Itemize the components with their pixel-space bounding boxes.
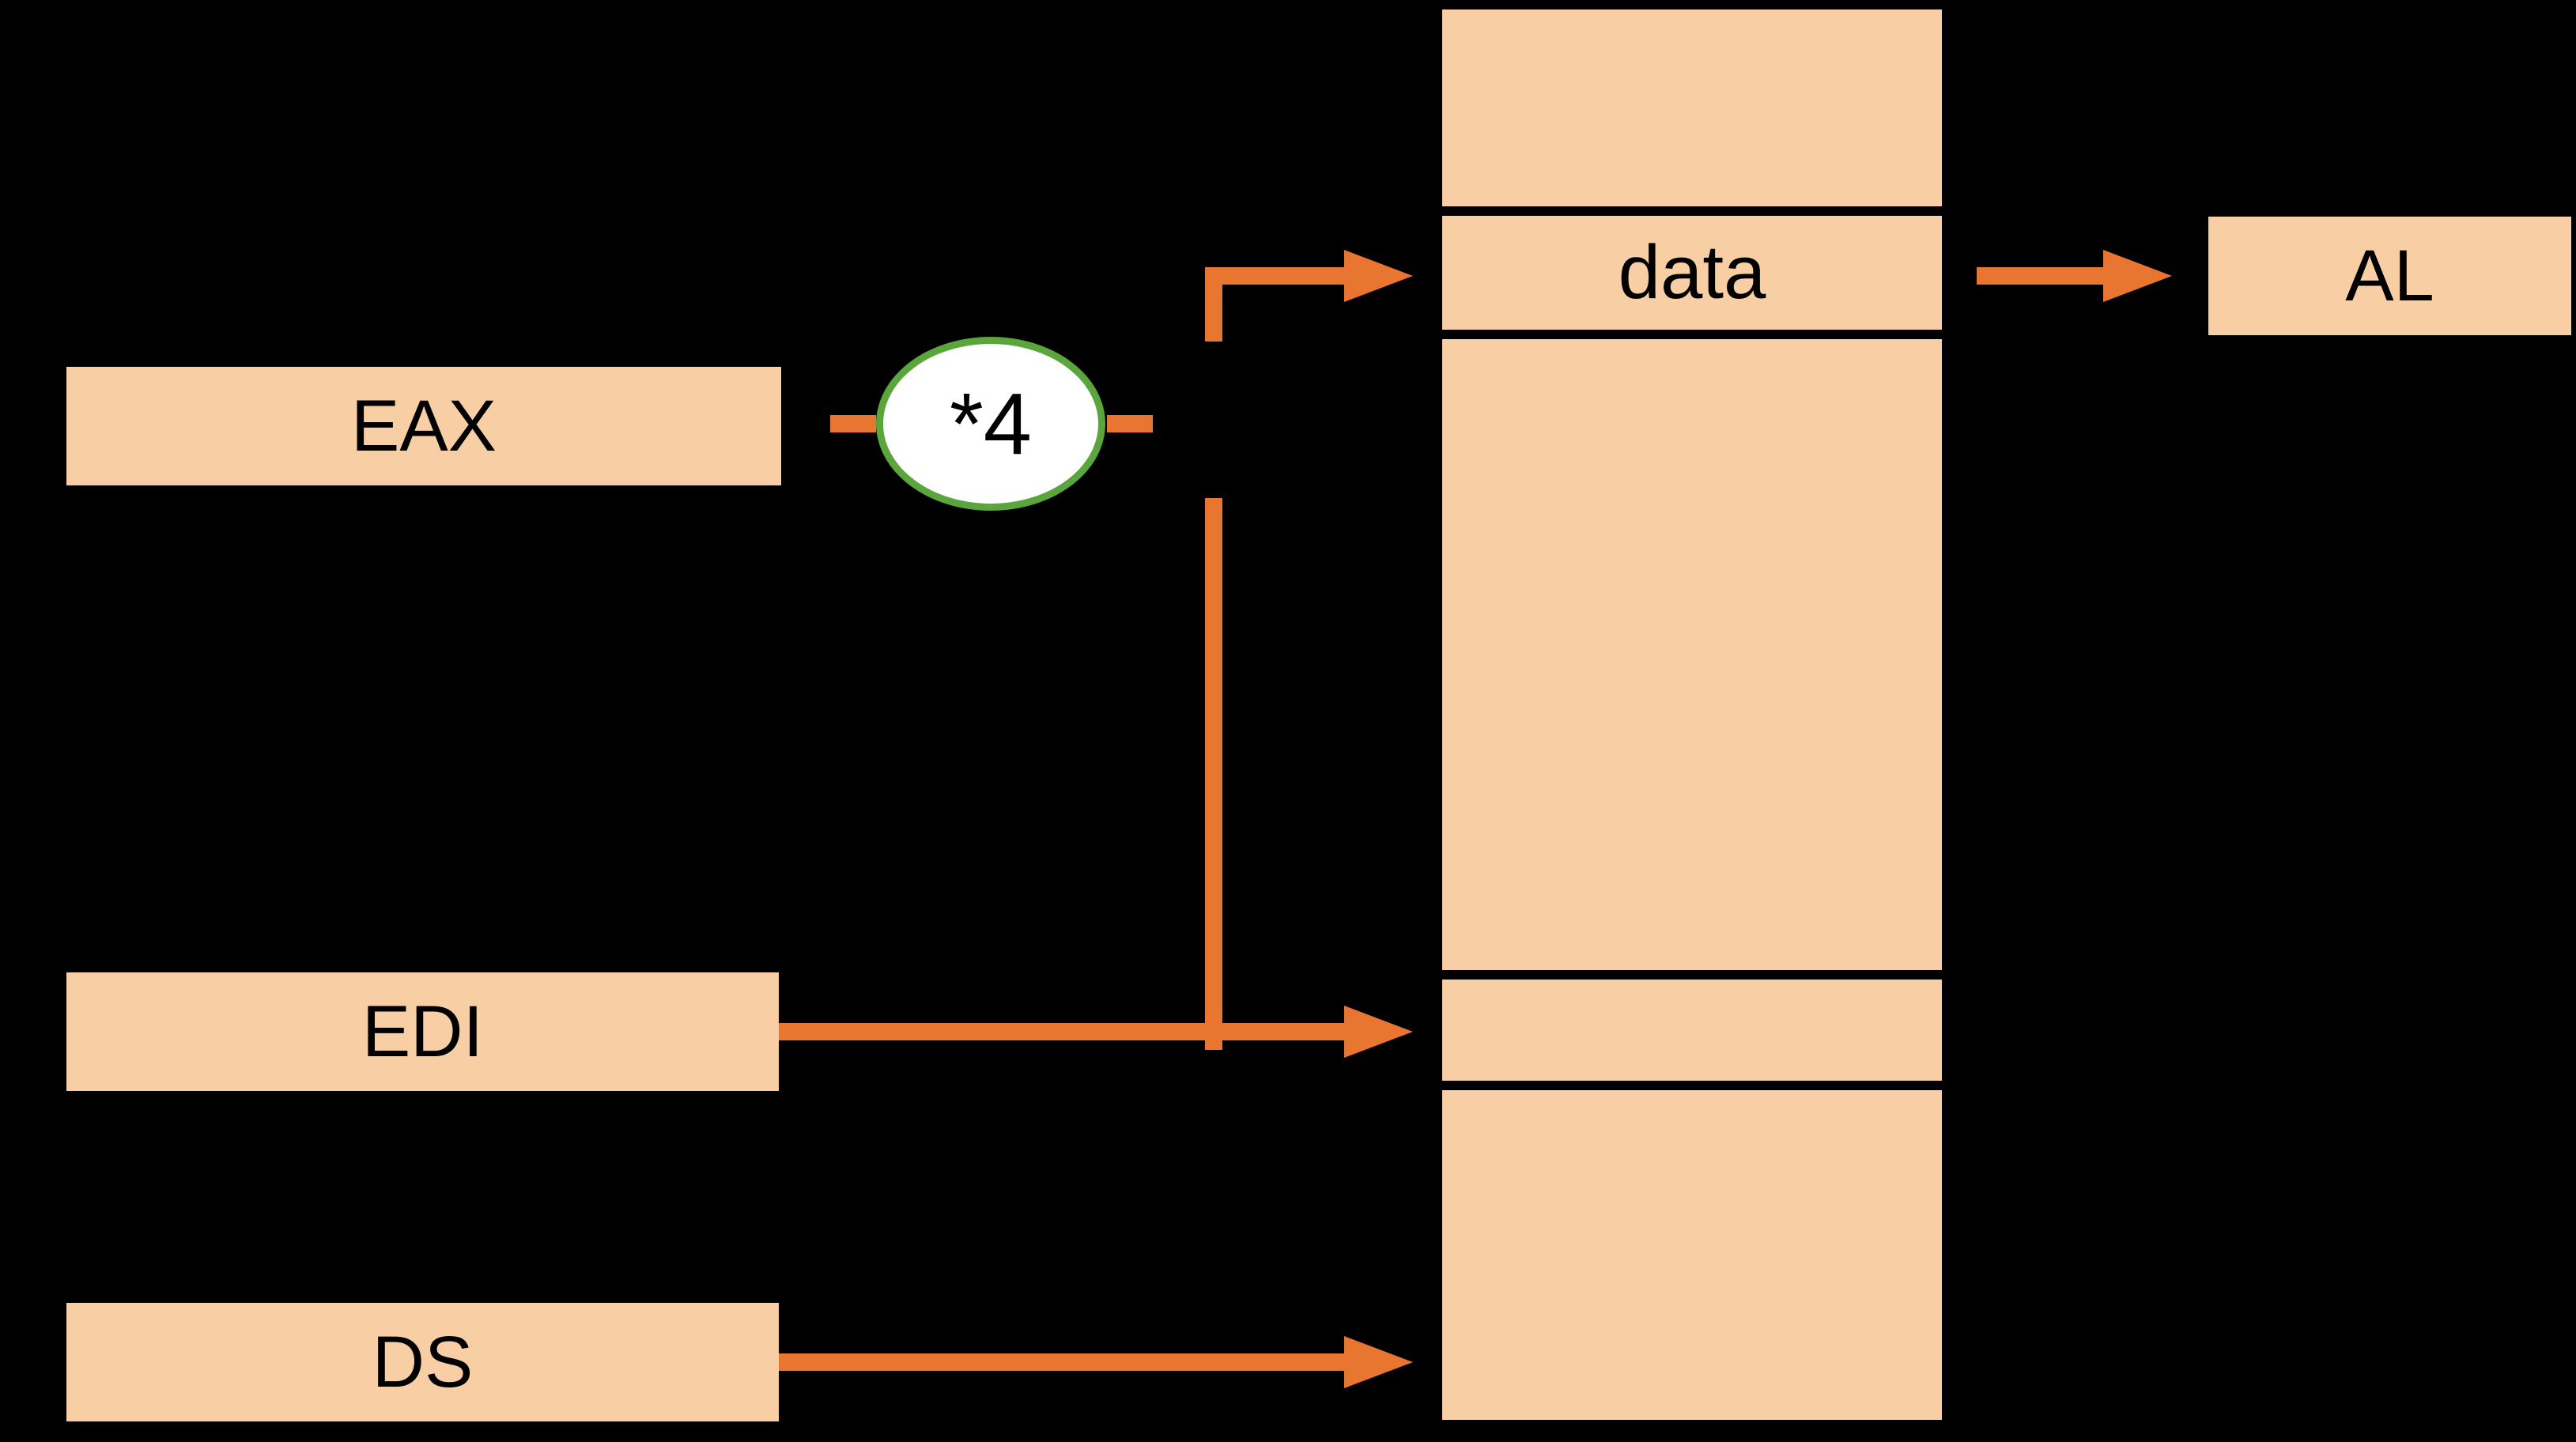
eax-register-label: EAX <box>350 385 497 466</box>
ds-register-label: DS <box>372 1321 474 1402</box>
memory-cell-data: data <box>1442 216 1942 330</box>
memory-divider-1 <box>1442 206 1942 216</box>
al-register-label: AL <box>2345 235 2434 316</box>
memory-cell-base <box>1442 980 1942 1081</box>
memory-cell-0 <box>1442 9 1942 206</box>
al-arrowhead <box>2103 250 2172 302</box>
memory-cell-2 <box>1442 339 1942 970</box>
memory-cell-4 <box>1442 1090 1942 1420</box>
memory-divider-4 <box>1442 1081 1942 1090</box>
index-bus-upper-segment <box>1205 267 1222 342</box>
memory-data-label: data <box>1618 230 1766 315</box>
multiplier-output-dash <box>1107 415 1153 432</box>
al-register: AL <box>2208 217 2571 335</box>
memory-column: data <box>1442 9 1942 1420</box>
edi-register: EDI <box>66 972 779 1091</box>
memory-divider-3 <box>1442 970 1942 980</box>
ds-register: DS <box>66 1303 779 1421</box>
scaled-index-arrowhead <box>1344 250 1413 302</box>
eax-register: EAX <box>66 367 781 485</box>
ds-arrowhead <box>1344 1336 1413 1388</box>
edi-register-label: EDI <box>361 991 484 1072</box>
eax-to-multiplier-dash <box>830 415 876 432</box>
index-bus-lower-segment <box>1205 498 1222 1050</box>
scale-multiplier-label: *4 <box>950 375 1032 473</box>
edi-arrowhead <box>1344 1006 1413 1058</box>
scale-multiplier-ellipse: *4 <box>876 337 1105 511</box>
memory-divider-2 <box>1442 330 1942 339</box>
